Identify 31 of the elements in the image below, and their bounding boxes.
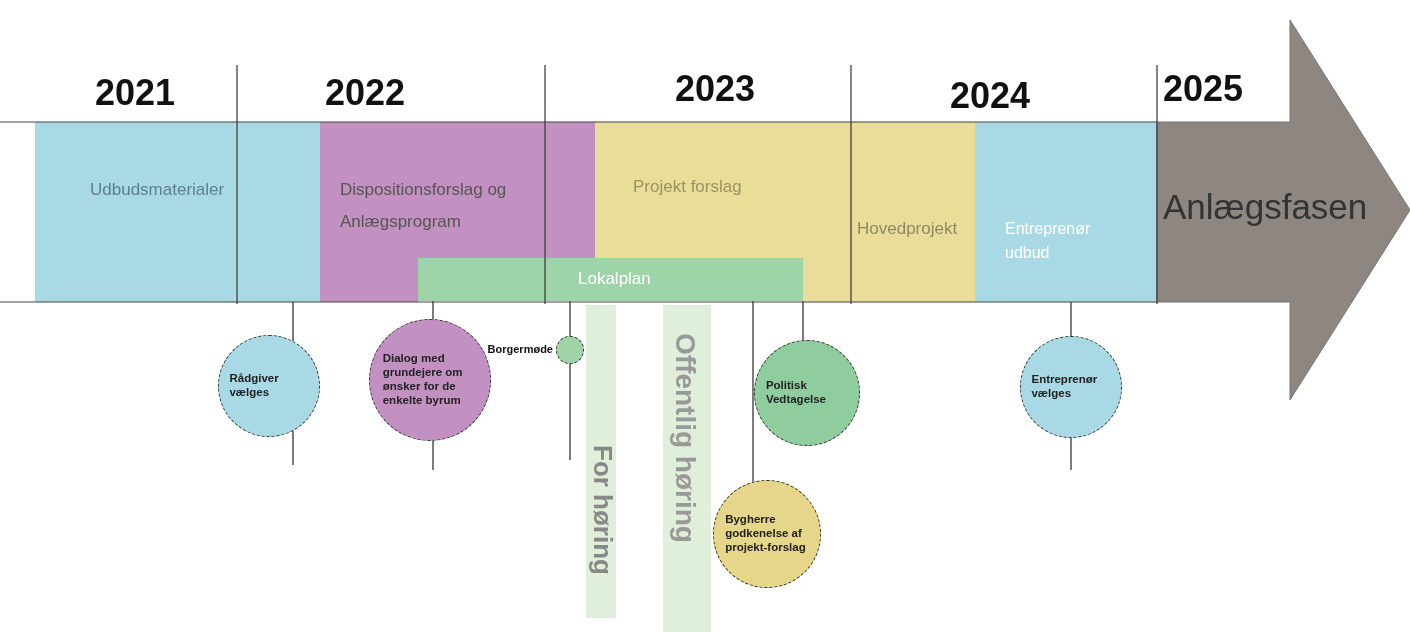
phase-label: Entreprenør udbud: [1005, 219, 1092, 263]
vertical-label: For høring: [587, 445, 618, 575]
connector-line: [569, 300, 571, 337]
vertical-label: Offentlig høring: [669, 333, 701, 543]
period-band: [586, 305, 616, 618]
connector-line: [752, 300, 754, 483]
phase-label: Anlægsfasen: [1163, 187, 1368, 227]
year-label: 2025: [1163, 68, 1244, 110]
connector-line: [292, 301, 294, 342]
connector-line: [432, 300, 434, 320]
connector-line: [1070, 301, 1072, 337]
year-label: 2023: [675, 68, 756, 110]
milestone-label: Bygherre godkenelse af projekt-forslag: [725, 513, 807, 555]
year-label: 2022: [325, 72, 406, 114]
phase-band: [35, 122, 320, 302]
connector-line: [802, 300, 804, 341]
milestone-label: Politisk Vedtagelse: [765, 379, 827, 407]
phase-label: Udbudsmaterialer: [90, 180, 225, 200]
milestone-label: Dialog med grundejere om ønsker for de enkelte byrum: [382, 352, 464, 408]
milestone-label: Rådgiver vælges: [229, 372, 280, 400]
milestone-label: Borgermøde: [487, 343, 553, 355]
year-label: 2024: [950, 75, 1031, 117]
phase-label: Projekt forslag: [633, 177, 742, 197]
phase-label: Lokalplan: [578, 269, 651, 289]
milestone-label: Entreprenør vælges: [1031, 373, 1099, 401]
phase-label: Hovedprojekt: [857, 219, 958, 239]
phase-label: Dispositionsforslag og Anlægsprogram: [340, 179, 508, 234]
year-label: 2021: [95, 72, 176, 114]
period-band: [663, 305, 711, 632]
phase-bar: [418, 258, 803, 301]
phase-band: [975, 122, 1157, 302]
